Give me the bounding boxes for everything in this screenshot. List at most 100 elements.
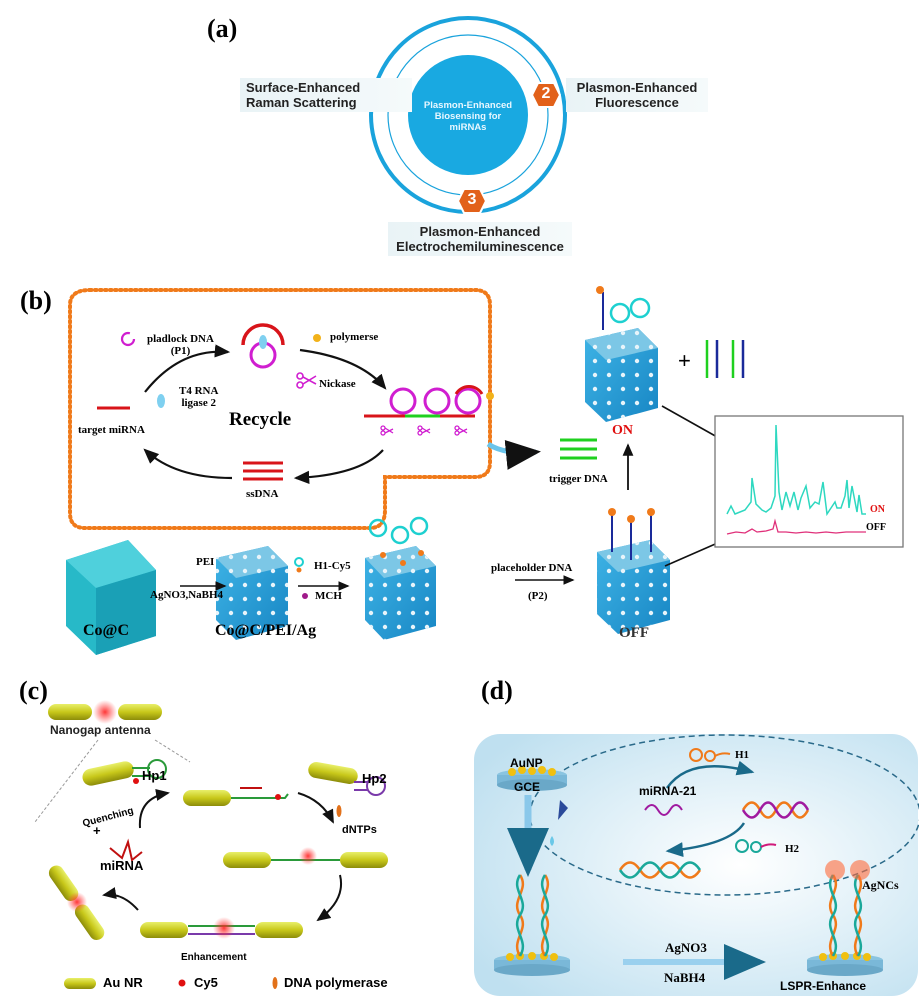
rca-loop — [423, 387, 451, 415]
panel-a-label: (a) — [207, 14, 238, 43]
nickase-scissors-icon — [296, 372, 317, 389]
off-spectrum-trace — [726, 518, 866, 535]
aunp-label: AuNP — [510, 756, 543, 770]
ligase-label: T4 RNA ligase 2 — [179, 385, 219, 409]
au-nanorod — [48, 865, 79, 902]
hexagon-badge-icon — [456, 188, 488, 214]
au-nanorod — [48, 704, 92, 720]
reagents-label: AgNO3,NaBH4 — [150, 589, 224, 601]
placeholder-dna-label: placeholder DNA — [491, 562, 573, 574]
padlock-icon — [120, 331, 136, 347]
mirna-arc — [241, 323, 285, 346]
cy5-dot — [133, 778, 139, 784]
au-nanorod — [223, 852, 271, 868]
badge-3: 3 — [456, 188, 488, 214]
hp2-label: Hp2 — [362, 771, 387, 786]
droplet-icon — [550, 836, 554, 846]
recycle-title: Recycle — [229, 409, 292, 430]
h1-hairpin-icon — [689, 748, 731, 762]
cycle-arrow-bottom-left — [143, 448, 233, 480]
nickase-label: Nickase — [319, 378, 356, 390]
panel-b-diagram — [66, 286, 904, 655]
panel-d-diagram — [474, 734, 919, 996]
mch-icon — [302, 593, 308, 599]
panel-d-label: (d) — [481, 676, 513, 705]
mirna21-label: miRNA-21 — [639, 784, 697, 798]
mirna-strand — [109, 838, 143, 862]
cocpeiag-cube — [216, 546, 288, 640]
nabh4-label: NaBH4 — [664, 970, 706, 985]
item-3-label: Plasmon-Enhanced Electrochemiluminescenc… — [388, 222, 572, 256]
ligase-icon — [259, 335, 267, 349]
item-2-label: Plasmon-Enhanced Fluorescence — [566, 78, 708, 112]
h2-hairpin-icon — [735, 839, 777, 853]
legend-cy5-icon — [178, 979, 186, 987]
legend-au-nr-label: Au NR — [103, 975, 143, 990]
on-cube — [585, 286, 658, 422]
duplex-product-icon — [705, 340, 745, 378]
cycle-arrow-bottom-right — [293, 449, 384, 484]
plus-sign: + — [678, 348, 691, 373]
rca-loop — [389, 387, 417, 415]
legend-cy5-label: Cy5 — [194, 975, 218, 990]
ssdna-label: ssDNA — [246, 488, 279, 500]
cycle-arrow-top-right — [299, 348, 387, 390]
modified-electrode — [494, 874, 570, 976]
hp1-hairpin — [132, 767, 150, 777]
h2-label: H2 — [785, 843, 800, 855]
dntps-label: dNTPs — [342, 824, 377, 836]
mirna21-strand — [644, 804, 683, 816]
h1cy5-icon — [294, 557, 304, 567]
output-arrow — [486, 439, 541, 470]
lspr-label: LSPR-Enhance — [780, 979, 867, 993]
target-mirna-label: target miRNA — [78, 424, 145, 436]
ssdna-strands — [243, 461, 283, 481]
item-1-label: Surface-Enhanced Raman Scattering — [240, 78, 412, 112]
agnc-cluster — [825, 860, 845, 880]
hp1-label: Hp1 — [142, 768, 167, 783]
au-nanorod — [255, 922, 303, 938]
legend-polymerase-label: DNA polymerase — [284, 975, 388, 990]
hexagon-badge-icon — [530, 82, 562, 108]
ligase-legend-icon — [157, 394, 165, 408]
probe-cube — [365, 516, 436, 640]
gce-electrode — [497, 766, 567, 791]
au-nanorod — [82, 761, 134, 786]
padlock-label: pladlock DNA (P1) — [147, 333, 214, 357]
mch-label: MCH — [315, 590, 342, 602]
au-nanorod — [183, 790, 231, 806]
rca-loop — [454, 387, 482, 415]
panel-b-label: (b) — [20, 286, 52, 315]
pipette-icon — [558, 800, 568, 820]
cut-scissors-icon — [380, 425, 468, 436]
au-nanorod — [118, 704, 162, 720]
h1-label: H1 — [735, 749, 750, 761]
panel-c-label: (c) — [19, 676, 48, 705]
off-state-label: OFF — [619, 625, 649, 641]
center-text: Plasmon-Enhanced Biosensing for miRNAs — [423, 100, 513, 133]
au-nanorod — [308, 762, 358, 784]
au-nanorod — [74, 904, 105, 941]
cy5-glow — [93, 700, 117, 724]
agncs-label: AgNCs — [862, 878, 899, 892]
spectrum-frame — [714, 415, 904, 548]
nanogap-label: Nanogap antenna — [50, 723, 151, 737]
center-disc — [408, 55, 528, 175]
coc-cube — [66, 540, 156, 655]
coc-label: Co@C — [83, 622, 129, 639]
polymerase-icon — [313, 334, 321, 342]
au-nanorod — [140, 922, 188, 938]
pei-label: PEI — [196, 556, 215, 568]
agnc-cluster — [850, 860, 870, 880]
on-state-label: ON — [612, 423, 633, 438]
enhancement-label: Enhancement — [181, 952, 247, 963]
spectrum-on-legend: ON — [870, 504, 885, 515]
cocpeiag-label: Co@C/PEI/Ag — [215, 622, 317, 639]
polymerase-label: polymerse — [330, 331, 379, 343]
spectrum-off-legend: OFF — [866, 522, 886, 533]
trigger-dna-strands — [560, 438, 597, 460]
dna-polymerase-icon — [336, 805, 342, 817]
au-nanorod — [340, 852, 388, 868]
legend-au-nr-icon — [64, 978, 96, 989]
p2-label: (P2) — [528, 590, 548, 602]
